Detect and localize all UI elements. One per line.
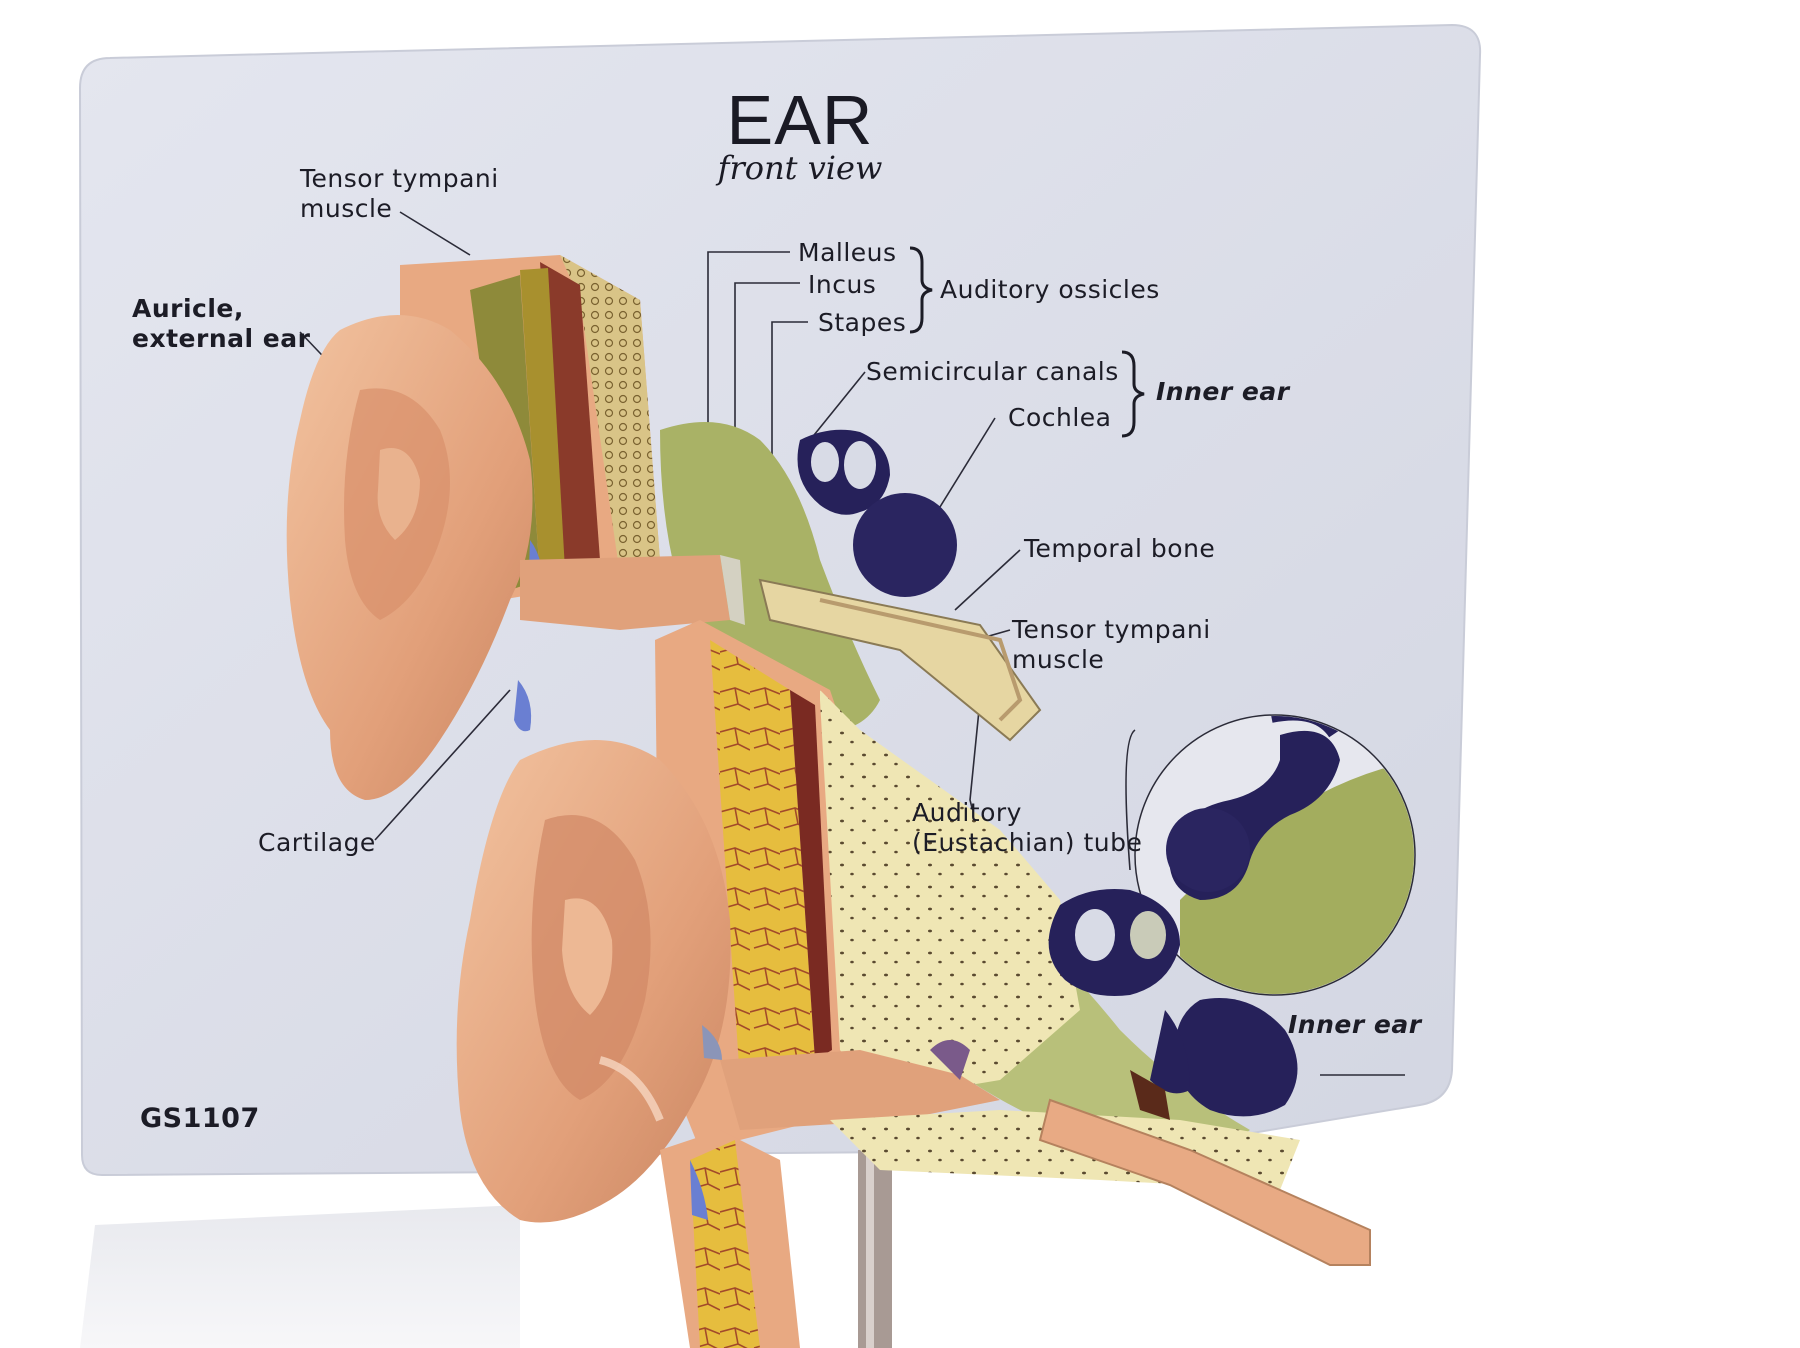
label-tensor-tympani-top: Tensor tympani muscle (300, 164, 499, 223)
label-inner-ear-inset: Inner ear (1288, 1010, 1422, 1039)
label-cartilage: Cartilage (258, 828, 376, 857)
label-stapes: Stapes (818, 308, 907, 337)
label-auditory-tube: Auditory (Eustachian) tube (912, 798, 1143, 857)
stand-rod (858, 1150, 892, 1348)
braces (909, 246, 1145, 438)
card-code: GS1107 (140, 1103, 260, 1134)
label-semicircular-canals: Semicircular canals (866, 357, 1119, 386)
display-base (80, 1205, 520, 1348)
leader-lines (299, 211, 1405, 1076)
inner-ear-inset (1134, 714, 1416, 996)
label-inner-ear: Inner ear (1156, 377, 1290, 406)
label-tensor-tympani-mid: Tensor tympani muscle (1012, 615, 1211, 674)
label-auricle: Auricle, external ear (132, 294, 311, 353)
label-incus: Incus (808, 270, 877, 299)
card-subtitle: front view (717, 149, 883, 187)
label-temporal-bone: Temporal bone (1024, 534, 1216, 563)
card-title: EAR (726, 81, 874, 159)
label-auditory-ossicles: Auditory ossicles (940, 275, 1160, 304)
label-malleus: Malleus (798, 238, 897, 267)
label-cochlea: Cochlea (1008, 403, 1112, 432)
front-ear-model (456, 620, 1371, 1348)
